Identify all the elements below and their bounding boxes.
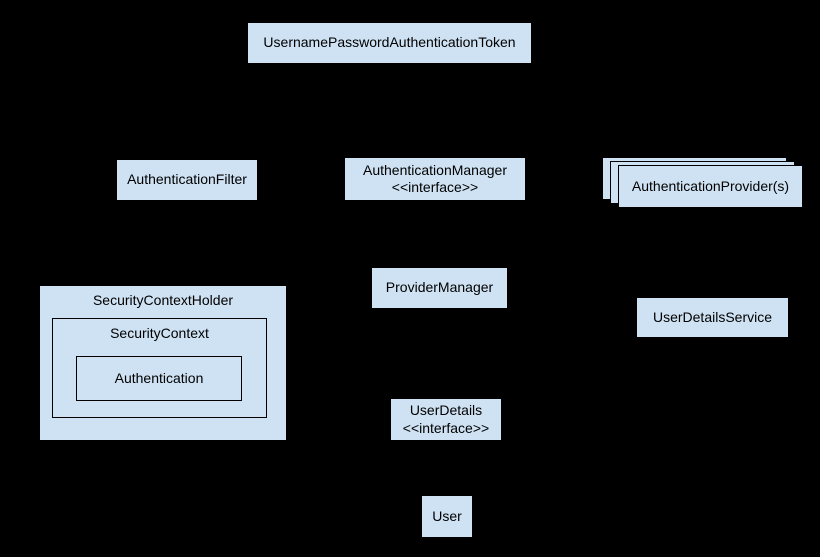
node-provider-manager: ProviderManager [371,267,508,309]
node-user-details: UserDetails <<interface>> [390,398,502,441]
node-label: Authentication [114,369,204,386]
node-label: SecurityContextHolder [92,292,234,308]
node-label: UserDetailsService [652,308,773,325]
node-stereotype: <<interface>> [391,179,479,195]
node-label: AuthenticationFilter [127,171,247,188]
node-label: SecurityContext [110,325,209,341]
node-user: User [421,495,473,538]
node-authentication: Authentication [76,356,242,401]
node-label: AuthenticationManager [363,161,507,178]
node-label: UsernamePasswordAuthenticationToken [263,34,516,51]
node-label: AuthenticationProvider(s) [631,177,790,194]
node-user-details-service: UserDetailsService [636,297,789,338]
node-security-context: SecurityContext Authentication [52,318,267,418]
node-stereotype: <<interface>> [402,419,490,436]
node-username-password-authentication-token: UsernamePasswordAuthenticationToken [247,22,532,64]
node-security-context-holder: SecurityContextHolder SecurityContext Au… [39,285,287,441]
node-label: UserDetails [409,402,483,418]
node-authentication-manager: AuthenticationManager <<interface>> [344,157,526,201]
node-label: ProviderManager [385,279,494,296]
node-authentication-providers: AuthenticationProvider(s) [618,165,803,208]
node-label: User [432,507,462,524]
node-authentication-filter: AuthenticationFilter [116,159,258,201]
